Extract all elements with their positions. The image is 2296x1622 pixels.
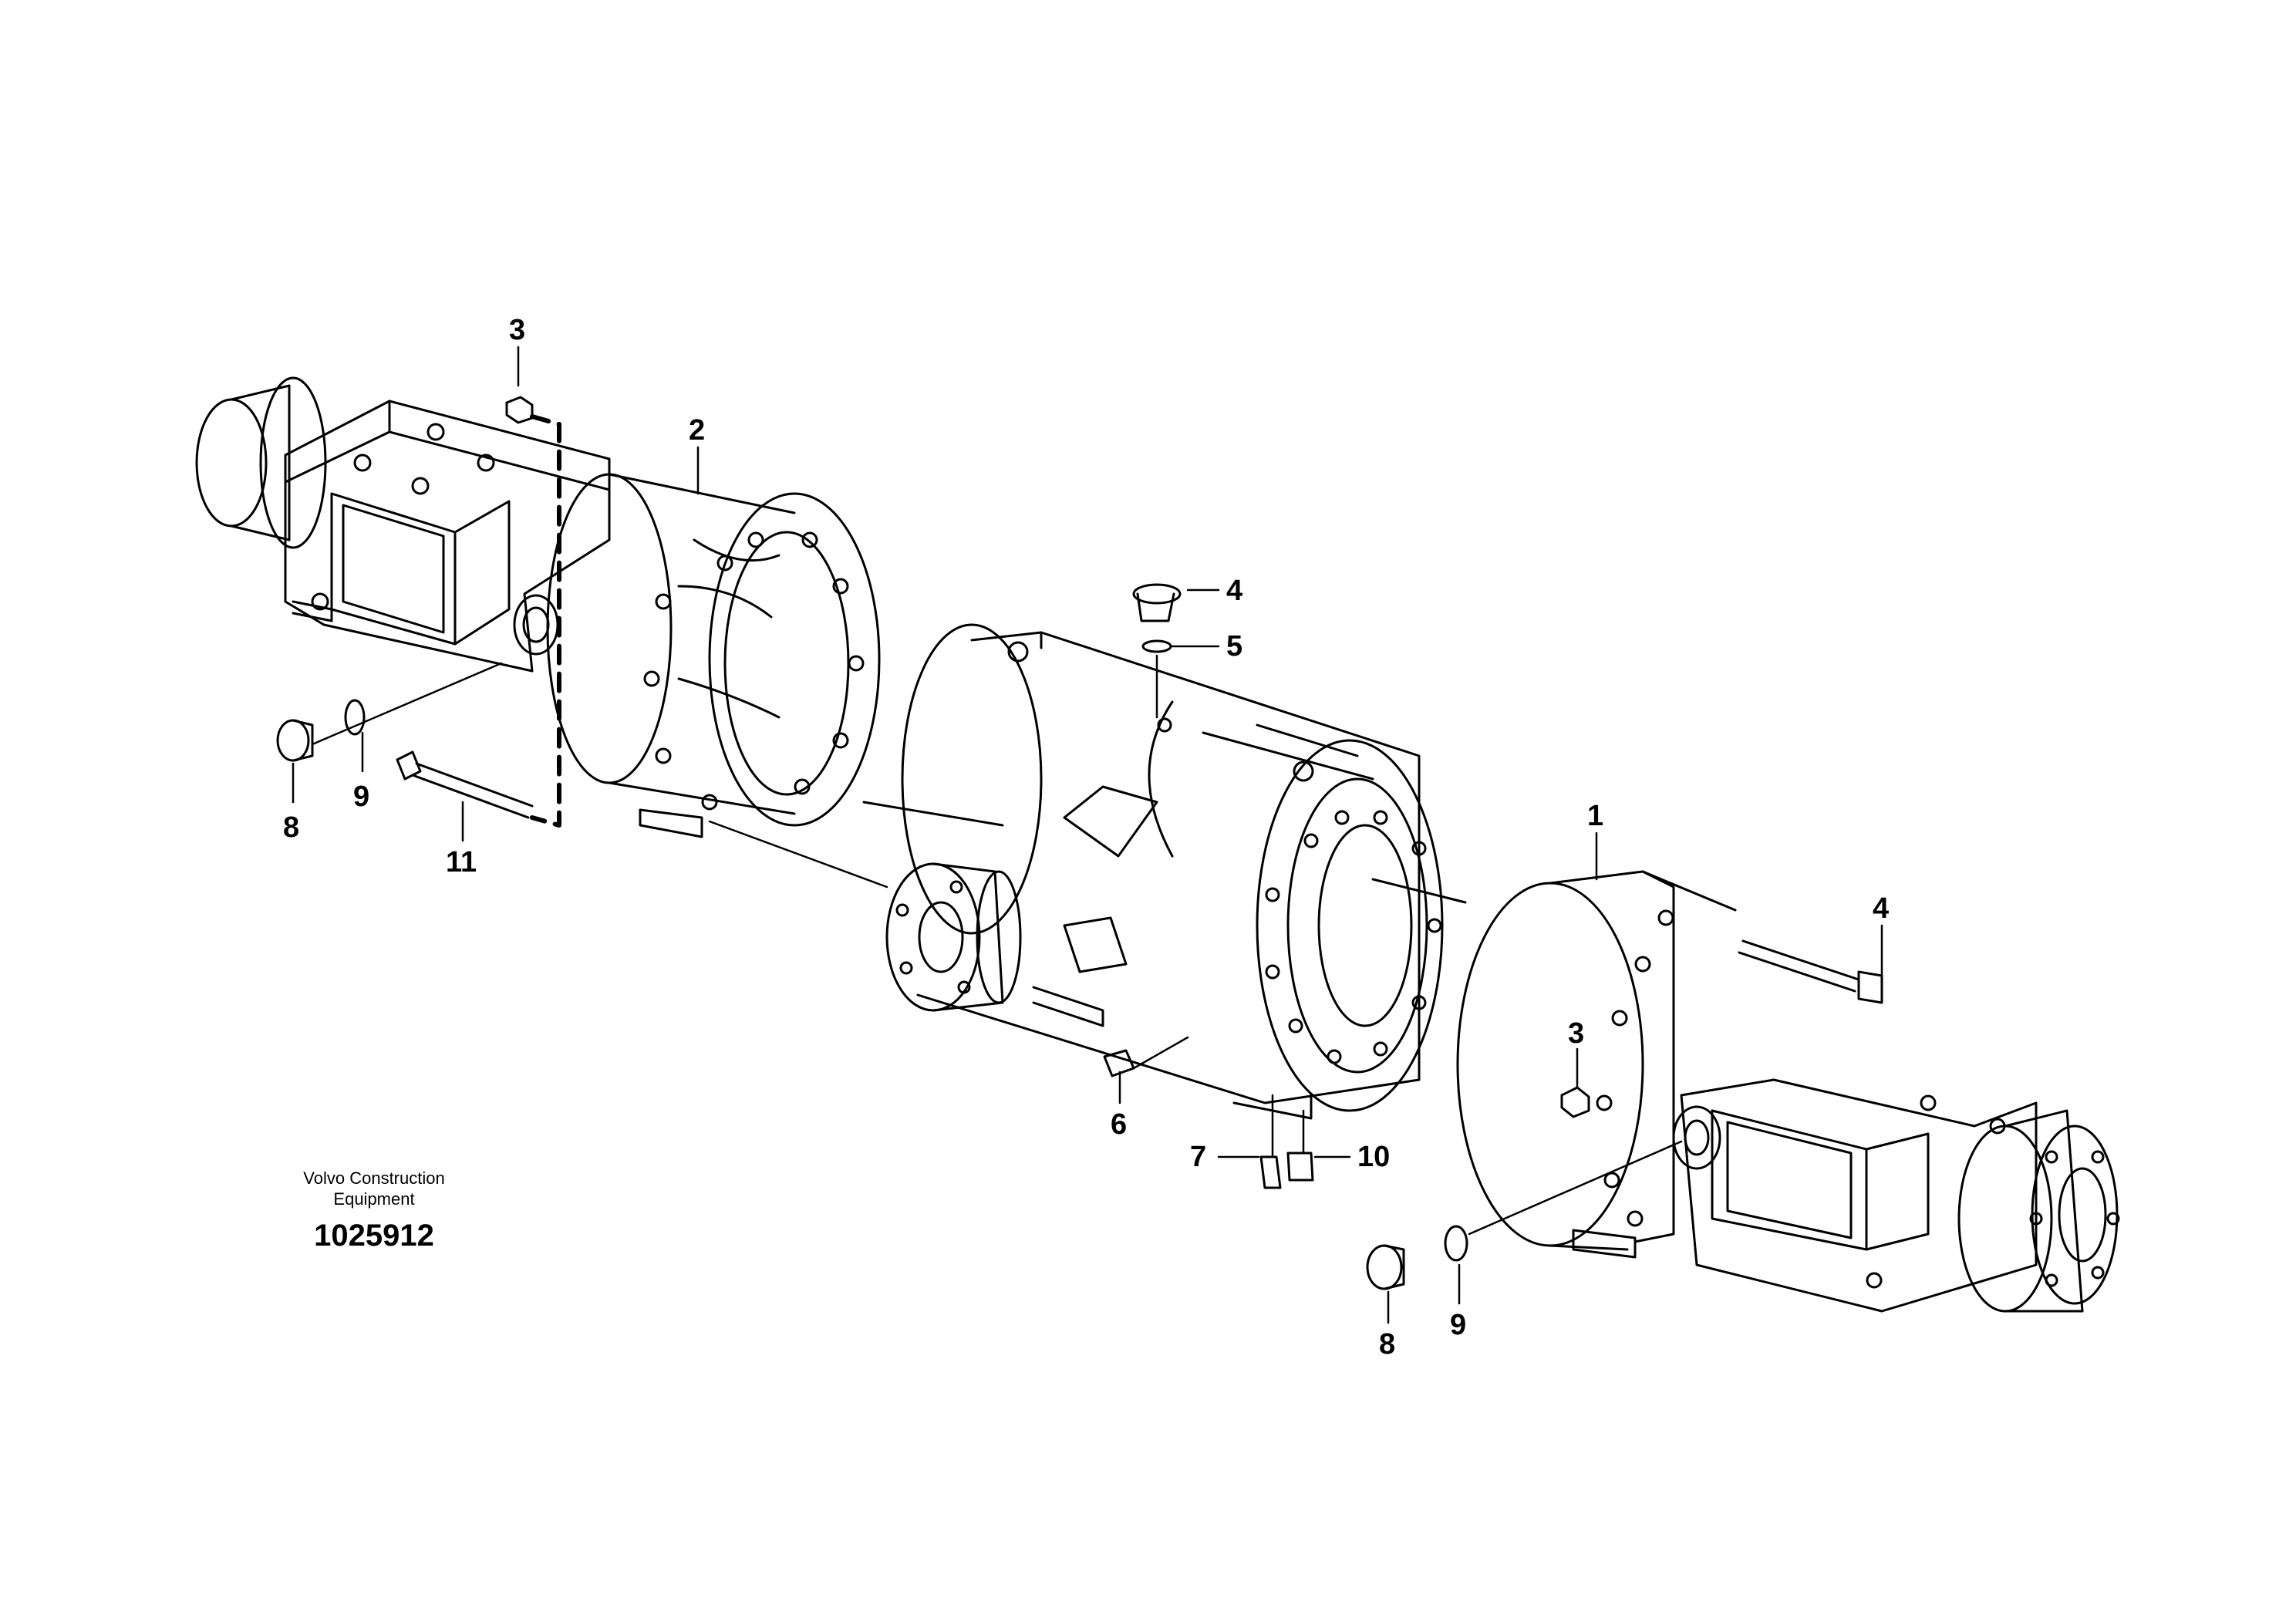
callout-3-right: 3 [1568, 1017, 1584, 1050]
center-differential-housing [862, 623, 1467, 1120]
publisher-line-1: Volvo Construction [303, 1168, 444, 1188]
callout-8-right: 8 [1379, 1328, 1395, 1361]
callout-7: 7 [1190, 1141, 1206, 1173]
callout-4-top: 4 [1226, 575, 1242, 607]
left-axle-housing [195, 376, 611, 673]
callout-8-left: 8 [283, 811, 299, 844]
hardware-parts [276, 396, 1883, 1290]
right-ring-housing [1456, 870, 1737, 1259]
callout-3-top: 3 [509, 314, 525, 346]
callout-10: 10 [1357, 1141, 1390, 1173]
illustration-credit: Volvo Construction Equipment 1025912 [303, 1168, 444, 1253]
callout-9-right: 9 [1450, 1309, 1466, 1341]
leader-lines [292, 346, 1883, 1324]
callout-2: 2 [689, 414, 705, 447]
callout-5: 5 [1226, 630, 1242, 663]
input-flange [885, 862, 1022, 1012]
callout-4-right: 4 [1873, 892, 1889, 925]
left-dashed-guide [530, 414, 561, 828]
callout-9-left: 9 [353, 781, 369, 813]
illustration-number: 1025912 [314, 1219, 434, 1253]
callout-11: 11 [446, 846, 477, 878]
callout-1: 1 [1587, 800, 1603, 832]
right-axle-housing [1672, 1078, 2120, 1313]
publisher-line-2: Equipment [333, 1189, 414, 1209]
callout-labels: 3 2 4 5 8 9 11 1 4 3 6 7 10 8 9 [283, 314, 1889, 1361]
callout-6: 6 [1111, 1108, 1127, 1141]
left-ring-housing [546, 473, 881, 838]
